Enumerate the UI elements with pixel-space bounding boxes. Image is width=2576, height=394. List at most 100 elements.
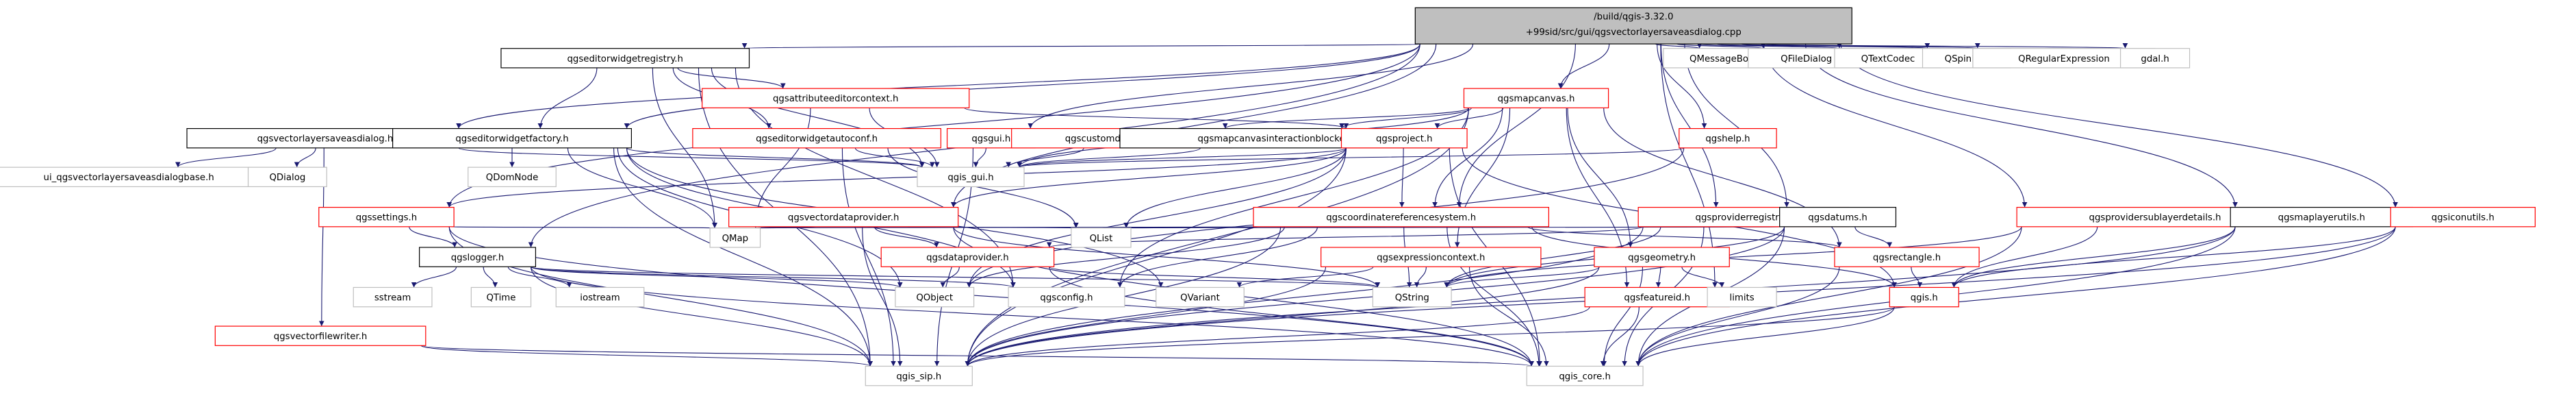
node-label: qgis.h bbox=[1911, 293, 1938, 304]
node-box bbox=[1156, 286, 1245, 308]
node-qgsgeometry[interactable]: qgsgeometry.h bbox=[1594, 247, 1730, 267]
node-box bbox=[709, 227, 761, 248]
node-qgsiconutils[interactable]: qgsiconutils.h bbox=[2390, 206, 2536, 227]
node-label: qgsattributeeditorcontext.h bbox=[773, 94, 898, 104]
node-qgssettings[interactable]: qgssettings.h bbox=[318, 206, 455, 227]
node-label: qgis_sip.h bbox=[896, 372, 941, 382]
node-label: QDomNode bbox=[486, 173, 539, 183]
edge-qgsgeometry-to-qgis_sip bbox=[965, 267, 1600, 367]
node-label: QTextCodec bbox=[1861, 54, 1915, 64]
edge-root-to-qspinbox bbox=[1716, 42, 1930, 49]
node-box bbox=[1526, 365, 1644, 386]
node-label: qgsdatums.h bbox=[1808, 213, 1867, 223]
node-label: QTime bbox=[486, 293, 515, 304]
node-qtime: QTime bbox=[470, 286, 532, 308]
node-label: qgsmapcanvasinteractionblocker.h bbox=[1197, 134, 1356, 145]
edge-root-to-qgsvectorlayersaveasdialog bbox=[456, 44, 1420, 129]
edge-qgsexpressioncontext-to-qgis_core bbox=[1468, 267, 1549, 367]
edge-qgsprovidersublayerdetails-to-qgish bbox=[1951, 226, 2098, 288]
node-qgish[interactable]: qgis.h bbox=[1889, 286, 1959, 308]
edge-qgsmaplayerutils-to-qgish bbox=[1951, 226, 2236, 288]
node-box bbox=[419, 247, 537, 267]
node-box bbox=[1253, 206, 1549, 227]
edge-root-to-qtextcodec bbox=[1696, 42, 1842, 49]
edge-qgseditorwidgetregistry-to-qmap bbox=[652, 67, 717, 228]
node-label: qgsmaplayerutils.h bbox=[2278, 213, 2365, 223]
node-label: QString bbox=[1395, 293, 1429, 304]
node-qgsattributeeditorcontext[interactable]: qgsattributeeditorcontext.h bbox=[702, 88, 970, 109]
node-label: qgsgeometry.h bbox=[1628, 253, 1696, 263]
edge-root-to-qgsmapcanvas bbox=[1557, 44, 1610, 89]
edge-qgsprovidersublayerdetails-to-qstring bbox=[1444, 226, 2022, 288]
node-qgsrectangle[interactable]: qgsrectangle.h bbox=[1834, 247, 1980, 267]
edge-root-to-qgsiconutils bbox=[1840, 44, 2398, 208]
node-box bbox=[392, 127, 632, 149]
node-box bbox=[247, 167, 327, 188]
node-qgslogger[interactable]: qgslogger.h bbox=[419, 247, 537, 267]
node-label: QMap bbox=[722, 234, 749, 244]
edge-qgseditorwidgetautoconf-to-qgis_gui bbox=[854, 147, 935, 168]
edge-qgish-to-qgis_sip bbox=[965, 306, 1895, 367]
edge-root-to-qgseditorwidgetregistry bbox=[743, 42, 1420, 49]
node-root-file[interactable]: /build/qgis-3.32.0+99sid/src/gui/qgsvect… bbox=[1414, 7, 1852, 45]
edge-root-to-qgscoordinatereferencesystem bbox=[1456, 44, 1576, 208]
node-qobject: QObject bbox=[895, 286, 975, 308]
node-qgis_core: qgis_core.h bbox=[1526, 365, 1644, 386]
node-qgsdatums[interactable]: qgsdatums.h bbox=[1779, 206, 1897, 227]
node-box bbox=[1008, 286, 1125, 308]
edge-qgscoordinatereferencesystem-to-qgsrectangle bbox=[1527, 226, 1842, 248]
edge-qgsgui-to-qgis_gui bbox=[973, 147, 986, 168]
node-qdomnode: QDomNode bbox=[468, 167, 557, 188]
node-qlist: QList bbox=[1071, 227, 1132, 248]
node-box bbox=[917, 167, 1025, 188]
node-label: QList bbox=[1090, 234, 1113, 244]
node-qgsvectorfilewriter[interactable]: qgsvectorfilewriter.h bbox=[214, 325, 426, 346]
node-label: qgsiconutils.h bbox=[2432, 213, 2495, 223]
node-qgsdataprovider[interactable]: qgsdataprovider.h bbox=[880, 247, 1055, 267]
edge-qgsmapcanvas-to-qgsmapcanvasinteractionblocker bbox=[1339, 107, 1472, 130]
node-box bbox=[1414, 7, 1852, 45]
node-qgsmaplayerutils[interactable]: qgsmaplayerutils.h bbox=[2230, 206, 2413, 227]
node-sstream: sstream bbox=[353, 286, 433, 308]
node-label: qgseditorwidgetautoconf.h bbox=[756, 134, 878, 145]
node-qgscoordinatereferencesystem[interactable]: qgscoordinatereferencesystem.h bbox=[1253, 206, 1549, 227]
node-label: ui_qgsvectorlayersaveasdialogbase.h bbox=[44, 173, 214, 183]
node-label: QDialog bbox=[269, 173, 305, 183]
edge-qgslogger-to-qtime bbox=[483, 267, 498, 288]
node-box bbox=[1463, 88, 1609, 109]
edge-qgsgeometry-to-limits bbox=[1681, 267, 1725, 288]
node-box bbox=[728, 206, 959, 227]
node-label: qgsvectordataprovider.h bbox=[788, 213, 900, 223]
node-label: +99sid/src/gui/qgsvectorlayersaveasdialo… bbox=[1526, 27, 1742, 38]
edge-qgseditorwidgetautoconf-to-qlist bbox=[887, 147, 1079, 228]
node-label: QRegularExpression bbox=[2018, 54, 2110, 64]
node-box bbox=[468, 167, 557, 188]
edge-qgslogger-to-qgis_core bbox=[530, 267, 1534, 367]
node-qgseditorwidgetautoconf[interactable]: qgseditorwidgetautoconf.h bbox=[692, 127, 942, 149]
edge-qgsgeometry-to-qgsfeatureid bbox=[1655, 267, 1661, 288]
node-box bbox=[470, 286, 532, 308]
node-qgsvectordataprovider[interactable]: qgsvectordataprovider.h bbox=[728, 206, 959, 227]
node-qgsfeatureid[interactable]: qgsfeatureid.h bbox=[1584, 286, 1730, 308]
edge-qgslogger-to-qstring bbox=[530, 266, 1380, 288]
node-box bbox=[555, 286, 645, 308]
node-qgsproject[interactable]: qgsproject.h bbox=[1340, 127, 1468, 149]
edge-qgsgeometry-to-qstring bbox=[1444, 266, 1600, 288]
edge-qgslogger-to-qgsconfig bbox=[530, 266, 1016, 288]
node-box bbox=[1071, 227, 1132, 248]
node-box bbox=[1679, 127, 1777, 149]
node-label: qgsvectorfilewriter.h bbox=[274, 332, 368, 342]
edge-qgslogger-to-qgis_sip bbox=[530, 267, 873, 367]
dependency-edges bbox=[175, 42, 2398, 367]
edge-qgsmapcanvas-to-qgscustomdrophandler bbox=[1223, 107, 1469, 130]
edge-qgslogger-to-iostream bbox=[507, 267, 572, 288]
node-qgseditorwidgetregistry[interactable]: qgseditorwidgetregistry.h bbox=[500, 48, 750, 69]
node-qgsmapcanvas[interactable]: qgsmapcanvas.h bbox=[1463, 88, 1609, 109]
edge-root-to-qgsmaplayerutils bbox=[1805, 44, 2238, 208]
node-label: qgsproviderregistry.h bbox=[1696, 213, 1792, 223]
node-qgsexpressioncontext[interactable]: qgsexpressioncontext.h bbox=[1321, 247, 1542, 267]
node-qgseditorwidgetfactory[interactable]: qgseditorwidgetfactory.h bbox=[392, 127, 632, 149]
node-qgshelp[interactable]: qgshelp.h bbox=[1679, 127, 1777, 149]
node-box bbox=[865, 365, 973, 386]
